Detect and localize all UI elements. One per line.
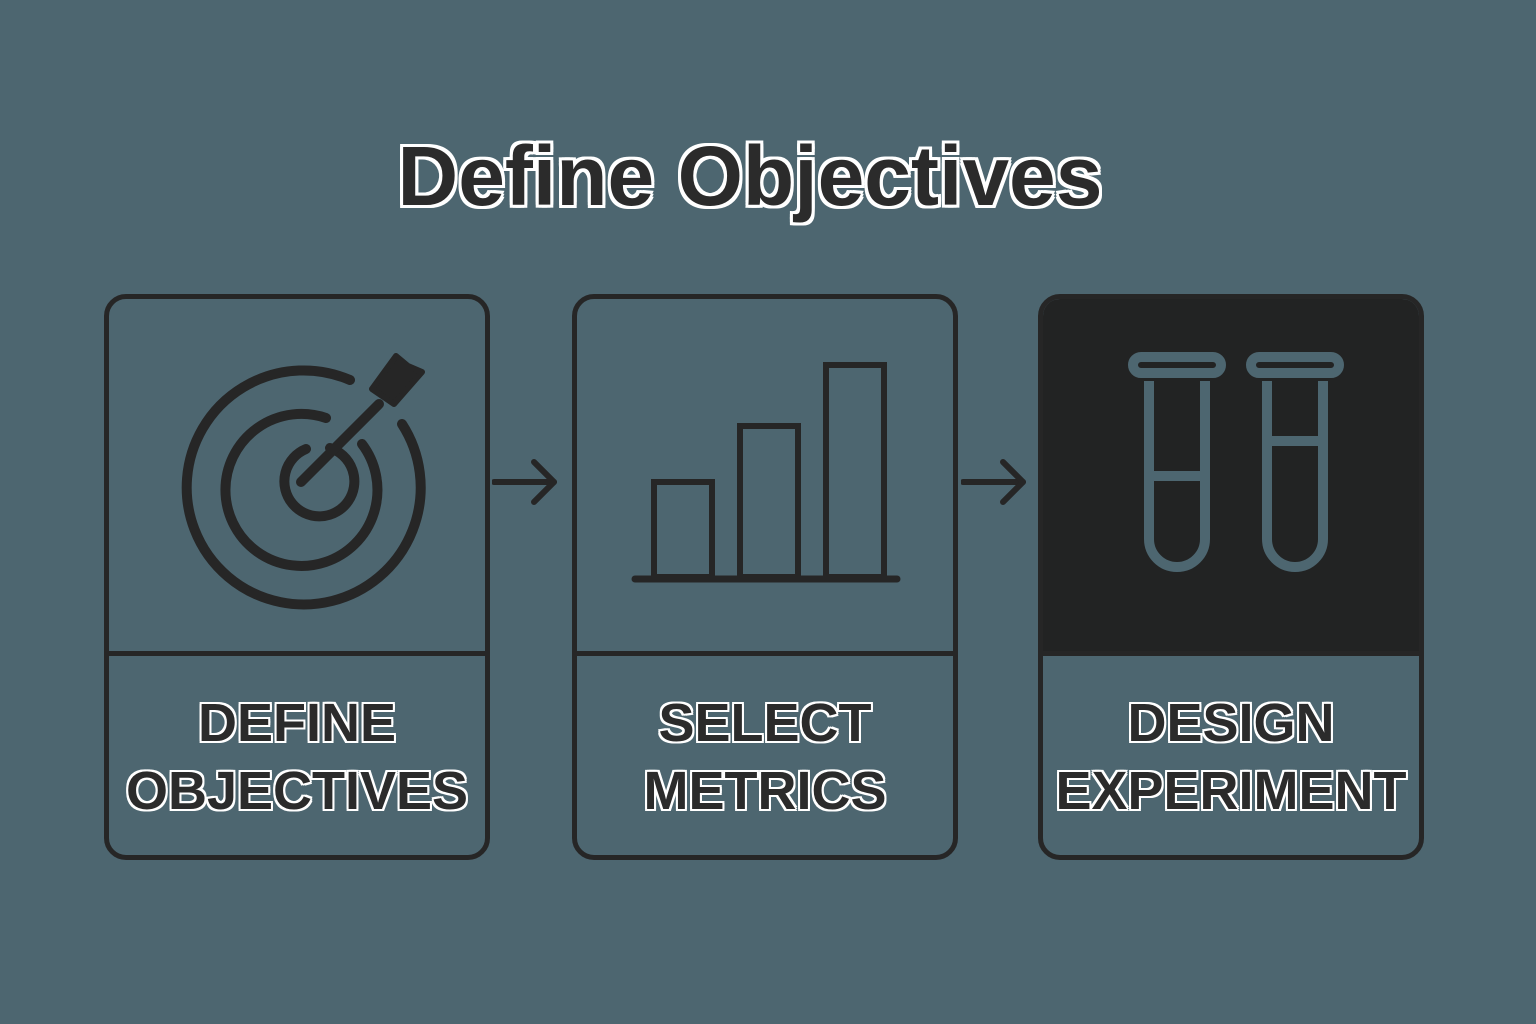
- bar-chart-icon: [631, 362, 901, 583]
- test-tubes-icon: [1128, 352, 1344, 572]
- step-card-design-experiment: DESIGN EXPERIMENT: [1038, 294, 1424, 860]
- step-label-line1: DESIGN: [1127, 693, 1335, 753]
- page-title: Define Objectives: [397, 129, 1103, 223]
- arrow-right-icon: [961, 459, 1026, 505]
- step-label-line2: OBJECTIVES: [125, 761, 469, 821]
- step-label: DESIGN EXPERIMENT: [1043, 689, 1419, 825]
- step-label: DEFINE OBJECTIVES: [109, 689, 485, 825]
- step-icon-panel: [577, 299, 953, 656]
- step-label-line1: DEFINE: [197, 693, 397, 753]
- arrow-right-icon: [492, 459, 557, 505]
- step-label-line2: EXPERIMENT: [1055, 761, 1407, 821]
- target-icon: [181, 353, 426, 610]
- step-label-line2: METRICS: [643, 761, 887, 821]
- step-card-define-objectives: DEFINE OBJECTIVES: [104, 294, 490, 860]
- step-icon-panel: [1043, 299, 1419, 656]
- step-icon-panel: [109, 299, 485, 656]
- step-label-line1: SELECT: [658, 693, 872, 753]
- step-card-select-metrics: SELECT METRICS: [572, 294, 958, 860]
- step-label: SELECT METRICS: [577, 689, 953, 825]
